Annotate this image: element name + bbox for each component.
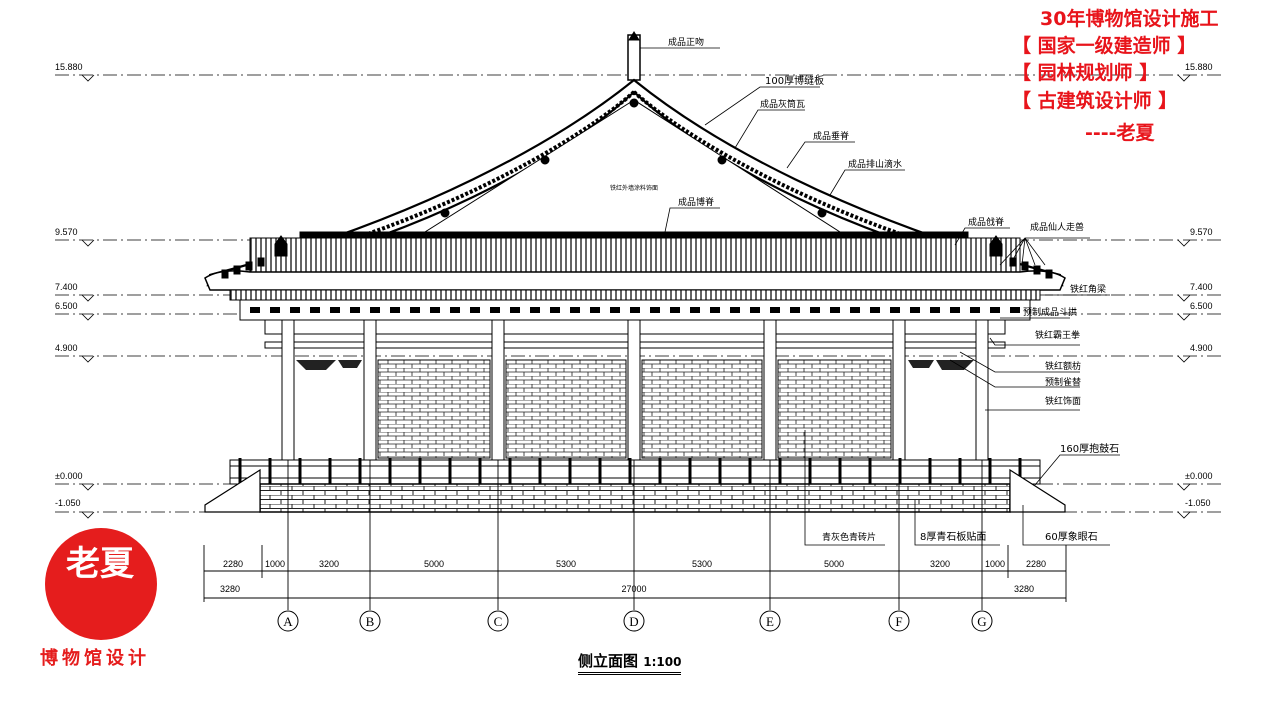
- axis-bubbles: [277, 610, 993, 632]
- dimension-value: 27000: [621, 584, 646, 594]
- watermark-line: 【 古建筑设计师 】: [1012, 90, 1178, 112]
- axis-label-c: C: [494, 614, 503, 629]
- level-label: 6.500: [55, 301, 78, 311]
- axis-label-g: G: [977, 614, 986, 629]
- logo-text: 老夏: [66, 544, 134, 584]
- dimension-value: 2280: [223, 559, 243, 569]
- brick-walls: [377, 359, 892, 459]
- level-label: 7.400: [1190, 282, 1213, 292]
- level-label: -1.050: [55, 498, 81, 508]
- label-stone-facing: 8厚青石板贴面: [920, 530, 986, 543]
- level-label: 9.570: [1190, 227, 1213, 237]
- label-step-stone: 60厚象眼石: [1045, 531, 1098, 543]
- axis-label-e: E: [766, 614, 774, 629]
- drawing-title: 侧立面图 1:100: [578, 650, 682, 675]
- platform-base: [259, 483, 1011, 513]
- label-beasts: 成品仙人走兽: [1030, 221, 1084, 233]
- axis-label-a: A: [283, 614, 293, 629]
- label-bracket: 预制成品斗拱: [1023, 306, 1077, 318]
- logo-subtitle: 博物馆设计: [40, 648, 150, 669]
- label-drum-stone: 160厚抱鼓石: [1060, 442, 1119, 455]
- roof: [204, 31, 1066, 301]
- ridge-ornament: [627, 34, 641, 81]
- dimension-value: 3200: [319, 559, 339, 569]
- watermark-line: ----老夏: [1085, 122, 1155, 144]
- watermark-line: 30年博物馆设计施工: [1040, 8, 1219, 30]
- label-finish: 铁红饰面: [1045, 395, 1081, 407]
- level-markers: [81, 74, 1191, 519]
- axis-label-d: D: [629, 614, 638, 629]
- level-label: 7.400: [55, 282, 78, 292]
- label-hip-ridge: 成品垂脊: [813, 130, 849, 142]
- drawing-title-name: 侧立面图: [578, 652, 639, 670]
- dimension-value: 1000: [265, 559, 285, 569]
- axis-labels: A B C D E F G: [283, 614, 986, 629]
- level-labels: 15.880 15.880 9.570 9.570 7.400 7.400 6.…: [55, 62, 1213, 508]
- balustrade: [229, 458, 1041, 485]
- dimension-value: 5300: [692, 559, 712, 569]
- axis-label-f: F: [895, 614, 902, 629]
- stairs: [204, 468, 1066, 513]
- label-lintel: 铁红额枋: [1045, 360, 1081, 372]
- label-gable-board: 100厚博缝板: [765, 74, 824, 87]
- label-gable-wall: 铁红外墙涂料饰面: [610, 184, 658, 192]
- dimension-lines: [203, 460, 1067, 610]
- dimension-value: 5000: [424, 559, 444, 569]
- level-label: 4.900: [1190, 343, 1213, 353]
- level-label: 6.500: [1190, 301, 1213, 311]
- level-label: 9.570: [55, 227, 78, 237]
- level-label: 15.880: [55, 62, 83, 72]
- label-brick: 青灰色青砖片: [822, 531, 876, 543]
- dimension-value: 3200: [930, 559, 950, 569]
- label-corner-beam: 铁红角梁: [1070, 283, 1106, 295]
- label-corner-ridge: 成品戗脊: [968, 216, 1004, 228]
- dimension-values: 2280 1000 3200 5000 5300 5300 5000 3200 …: [220, 559, 1046, 594]
- watermark-line: 【 国家一级建造师 】: [1012, 35, 1197, 57]
- axis-label-b: B: [366, 614, 375, 629]
- label-beam-end: 铁红霸王拳: [1035, 329, 1080, 341]
- level-label: 4.900: [55, 343, 78, 353]
- gable-wall: [423, 99, 842, 233]
- dimension-value: 5000: [824, 559, 844, 569]
- label-ridge-ornament: 成品正吻: [668, 36, 704, 48]
- drawing-scale: 1:100: [643, 655, 682, 669]
- label-tile: 成品灰筒瓦: [760, 98, 805, 110]
- dimension-value: 2280: [1026, 559, 1046, 569]
- annotation-labels: 成品正吻 100厚博缝板 成品灰筒瓦 成品垂脊 成品排山滴水 铁红外墙涂料饰面 …: [610, 36, 1119, 543]
- label-eave-tile: 成品排山滴水: [848, 158, 902, 170]
- dimension-value: 3280: [220, 584, 240, 594]
- watermark-line: 【 园林规划师 】: [1012, 62, 1159, 84]
- level-label: 15.880: [1185, 62, 1213, 72]
- columns: [264, 319, 1006, 461]
- leader-lines: [640, 47, 1120, 546]
- dimension-value: 5300: [556, 559, 576, 569]
- dimension-value: 1000: [985, 559, 1005, 569]
- level-label: ±0.000: [1185, 471, 1212, 481]
- label-sparrow-brace: 预制雀替: [1045, 376, 1081, 388]
- label-side-ridge: 成品博脊: [678, 196, 714, 208]
- level-label: -1.050: [1185, 498, 1211, 508]
- dimension-value: 3280: [1014, 584, 1034, 594]
- level-label: ±0.000: [55, 471, 82, 481]
- dougong-brackets: [239, 299, 1031, 321]
- logo-seal: [45, 528, 157, 640]
